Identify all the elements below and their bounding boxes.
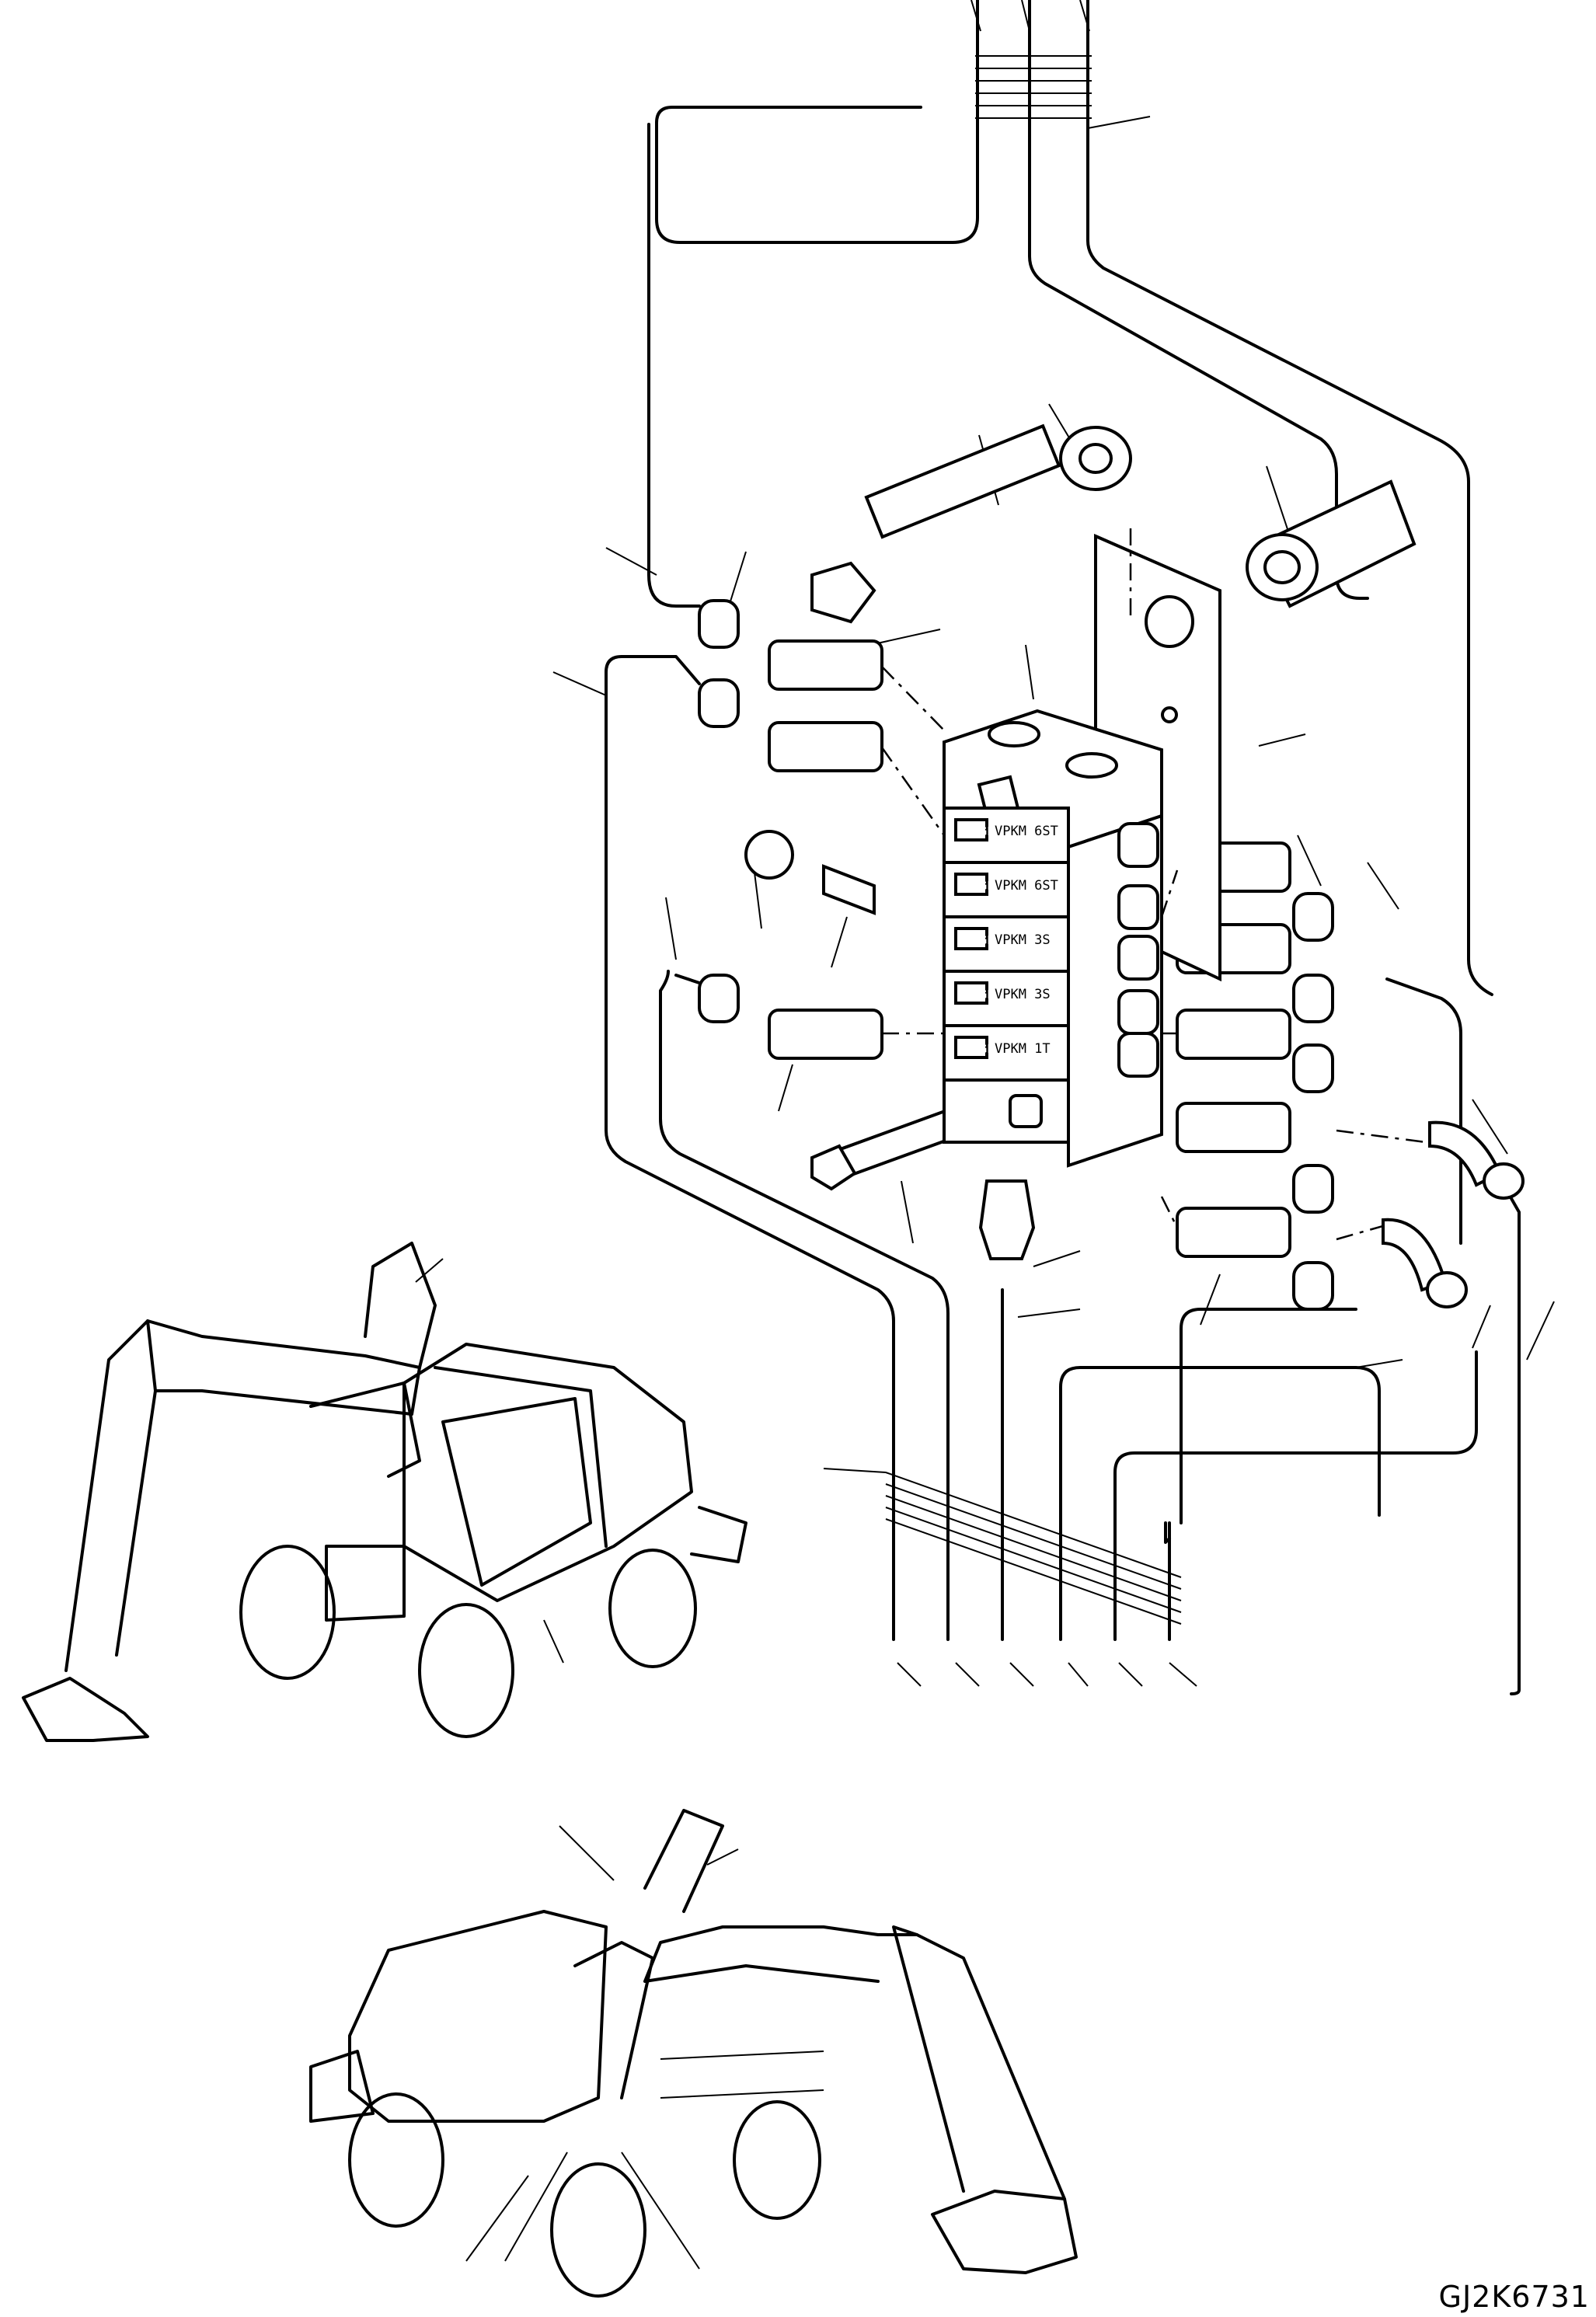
block-brand-5: VOGEL <box>959 1042 1003 1056</box>
clamp-band-bottom <box>885 1472 1182 1625</box>
block-brand-2: VOGEL <box>959 879 1003 893</box>
machine-view-upper <box>22 1242 747 1742</box>
block-section-5: VPKM 1T <box>995 1041 1051 1057</box>
block-section-3: VPKM 3S <box>995 932 1051 948</box>
block-section-2: VPKM 6ST <box>995 878 1058 894</box>
block-section-4: VPKM 3S <box>995 987 1051 1002</box>
machine-view-lower <box>309 1809 1078 2298</box>
grease-fittings <box>698 599 1334 1311</box>
clamp-band-top <box>975 55 1092 119</box>
block-brand-3: VOGEL <box>959 933 1003 947</box>
block-brand-1: VOGEL <box>959 824 1003 838</box>
block-section-1: VPKM 6ST <box>995 824 1058 839</box>
elbow-fittings <box>1382 1120 1525 1308</box>
grease-lines <box>605 0 1521 1695</box>
progressive-distributor-block: VOGEL VOGEL VOGEL VOGEL VOGEL VPKM 6ST V… <box>943 709 1163 1168</box>
block-brand-4: VOGEL <box>959 988 1003 1002</box>
drawing-code: GJ2K6731 <box>1438 2280 1590 2314</box>
